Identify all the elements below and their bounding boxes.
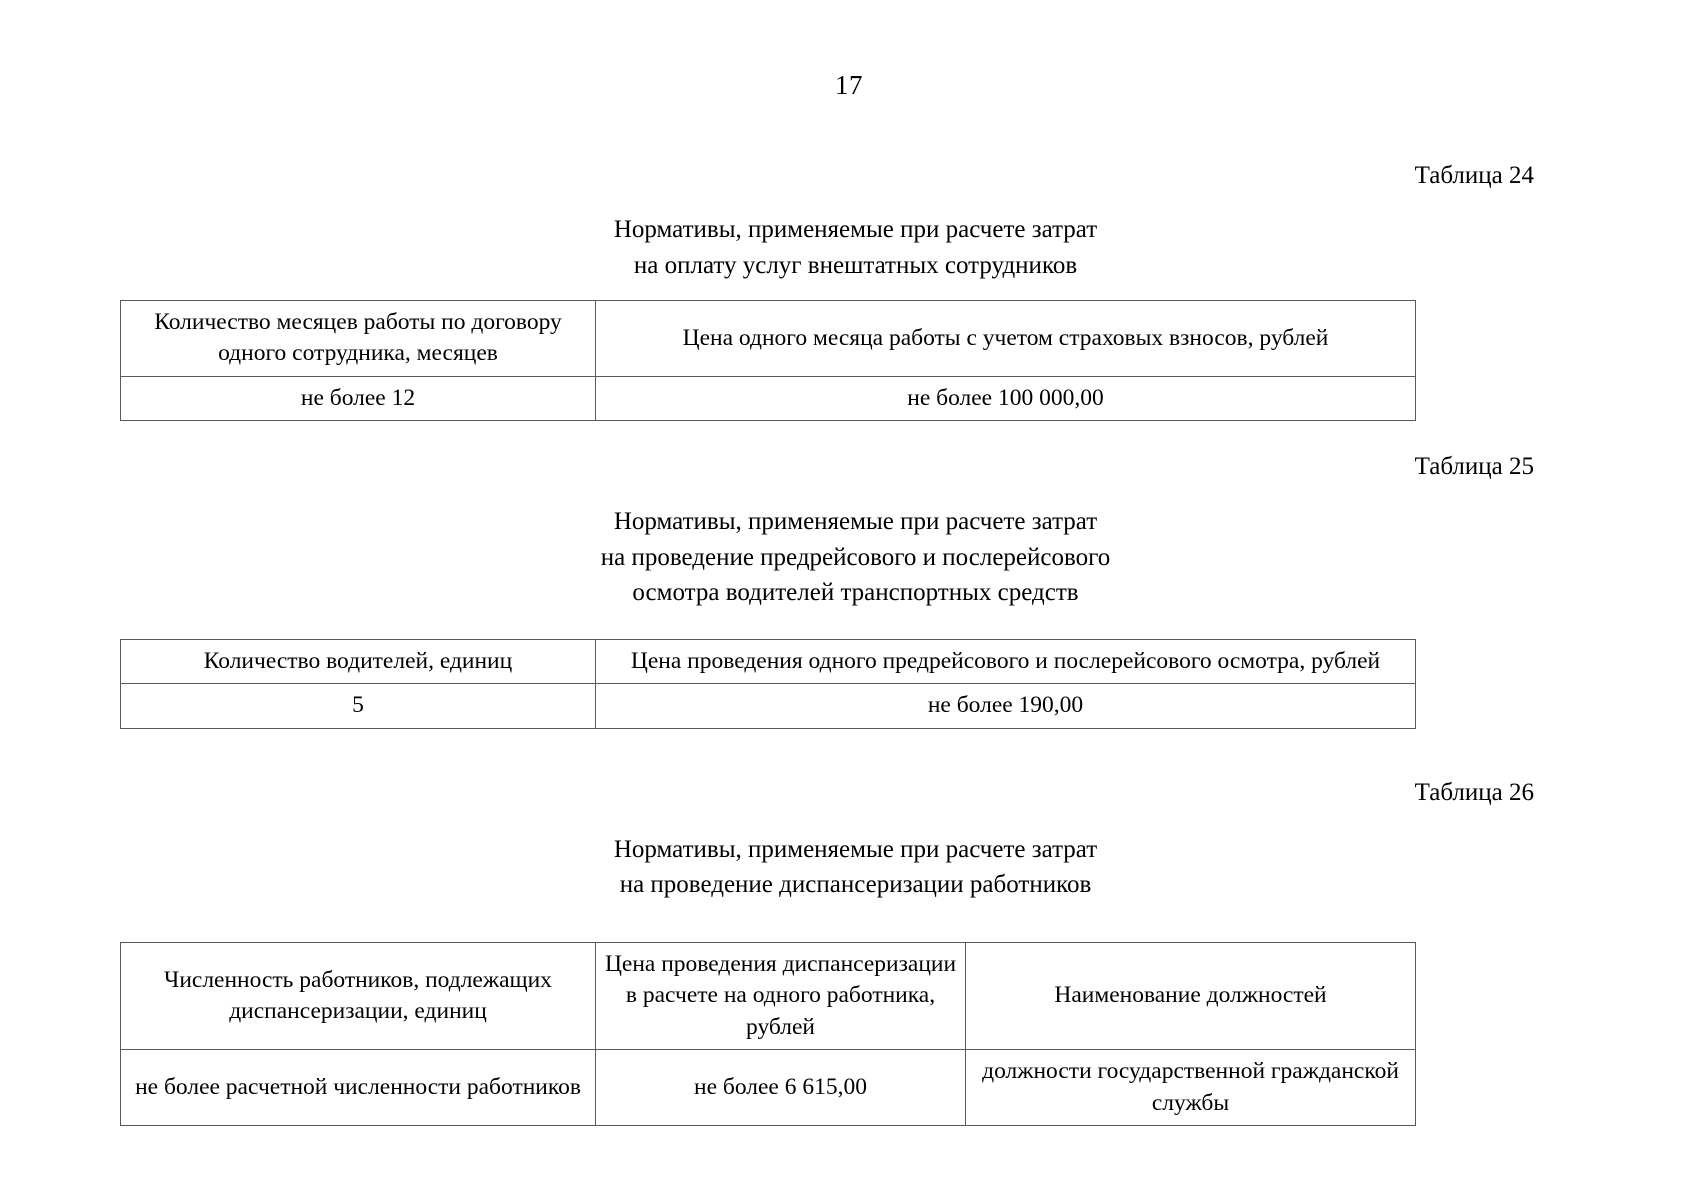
table-25-header-cell-1: Количество водителей, единиц (120, 638, 596, 685)
table-25-cell-r1c1: 5 (120, 683, 596, 729)
table-title-25-line-2: на проведение предрейсового и послерейсо… (600, 543, 1111, 571)
table-label-24: Таблица 24 (1414, 162, 1534, 189)
table-row: 5 не более 190,00 (120, 683, 1416, 729)
table-24-cell-r1c1: не более 12 (120, 375, 596, 422)
table-26-header-cell-3: Наименование должностей (965, 941, 1416, 1051)
cell-line: службы (1151, 1089, 1230, 1116)
cell-line: Наименование должностей (1054, 982, 1327, 1009)
table-title-26: Нормативы, применяемые при расчете затра… (120, 832, 1573, 903)
table-title-25: Нормативы, применяемые при расчете затра… (120, 504, 1573, 611)
table-25-cell-r1c2: не более 190,00 (595, 683, 1416, 729)
table-row: Численность работников, подлежащих диспа… (120, 941, 1416, 1051)
cell-line: не более 6 615,00 (694, 1074, 867, 1101)
table-26-cell-r1c2: не более 6 615,00 (595, 1049, 966, 1127)
table-24-cell-r1c2: не более 100 000,00 (595, 375, 1416, 422)
cell-line: не более расчетной численности работнико… (135, 1074, 581, 1101)
cell-line: Цена одного месяца работы с учетом страх… (682, 324, 1329, 351)
cell-line: Количество месяцев работы по договору (154, 309, 562, 335)
table-title-24: Нормативы, применяемые при расчете затра… (120, 212, 1573, 283)
table-26: Численность работников, подлежащих диспа… (120, 941, 1416, 1127)
cell-line: должности государственной гражданской (982, 1058, 1399, 1085)
table-26-header-cell-2: Цена проведения диспансеризации в расчет… (595, 941, 966, 1051)
cell-line: Численность работников, подлежащих (164, 966, 552, 993)
cell-line: Цена проведения диспансеризации (604, 950, 957, 977)
table-label-25: Таблица 25 (1414, 453, 1534, 481)
cell-line: рублей (746, 1013, 815, 1040)
table-title-24-line-1: Нормативы, применяемые при расчете затра… (613, 216, 1098, 243)
page-number: 17 (835, 70, 863, 100)
table-label-26: Таблица 26 (1414, 778, 1534, 806)
cell-line: одного сотрудника, месяцев (218, 340, 498, 367)
cell-line: диспансеризации, единиц (229, 998, 487, 1025)
table-24: Количество месяцев работы по договору од… (120, 300, 1416, 422)
table-25: Количество водителей, единиц Цена провед… (120, 638, 1416, 729)
table-row: Количество месяцев работы по договору од… (120, 300, 1416, 377)
table-25-header-cell-2: Цена проведения одного предрейсового и п… (595, 638, 1416, 685)
table-title-25-line-3: осмотра водителей транспортных средств (632, 579, 1079, 607)
table-row: не более расчетной численности работнико… (120, 1049, 1416, 1127)
table-title-26-line-1: Нормативы, применяемые при расчете затра… (613, 835, 1098, 863)
table-26-cell-r1c3: должности государственной гражданской сл… (965, 1049, 1416, 1127)
cell-line: в расчете на одного работника, (625, 982, 936, 1009)
table-title-24-line-2: на оплату услуг внештатных сотрудников (633, 251, 1078, 279)
table-24-header-cell-2: Цена одного месяца работы с учетом страх… (595, 300, 1416, 377)
table-row: Количество водителей, единиц Цена провед… (120, 638, 1416, 685)
table-26-header-cell-1: Численность работников, подлежащих диспа… (120, 941, 596, 1051)
table-row: не более 12 не более 100 000,00 (120, 375, 1416, 422)
page-content: Таблица 24 Нормативы, применяемые при ра… (0, 99, 1698, 1127)
table-26-cell-r1c1: не более расчетной численности работнико… (120, 1049, 596, 1127)
table-24-header-cell-1: Количество месяцев работы по договору од… (120, 300, 596, 377)
table-title-25-line-1: Нормативы, применяемые при расчете затра… (613, 508, 1098, 536)
table-title-26-line-2: на проведение диспансеризации работников (619, 871, 1092, 899)
